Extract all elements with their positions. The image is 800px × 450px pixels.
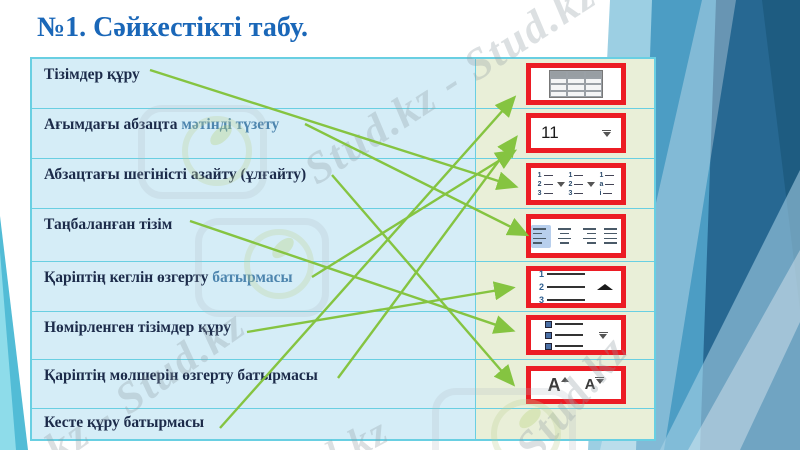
table-grid-icon [526, 63, 626, 105]
numbering-variant-2: 1 2 3 [569, 172, 584, 197]
dark-arrow-shape [597, 284, 613, 290]
table-row: Қаріптің мөлшерін өзгерту батырмасы A A [32, 360, 654, 409]
grow-font-icon: A [548, 376, 569, 394]
row-icon-cell [476, 209, 654, 261]
dropdown-arrow-icon [602, 129, 611, 137]
dropdown-arrow-icon [556, 181, 565, 187]
align-center-icon [555, 225, 575, 248]
dropdown-arrow-icon [587, 181, 596, 187]
table-row: Таңбаланған тізім [32, 209, 654, 262]
row-label-cell: Абзацтағы шегіністі азайту (ұлғайту) [32, 159, 476, 208]
table-row: Тізімдер құру [32, 59, 654, 109]
align-left-icon [531, 224, 551, 248]
font-size-dropdown-icon: 11 [526, 113, 626, 153]
numbering-variant-1: 1 2 3 [538, 172, 553, 197]
row-label: Ағымдағы абзацта [44, 116, 178, 133]
row-label: Қаріптің мөлшерін өзгерту батырмасы [44, 367, 318, 384]
page-title: №1. Сәйкестікті табу. [37, 12, 308, 43]
numbering-variant-3: 1 a i [599, 172, 615, 197]
numbered-list-icon: 1 2 3 [526, 266, 626, 308]
bulleted-list-icon [526, 315, 626, 355]
row-label-cell: Қаріптің мөлшерін өзгерту батырмасы [32, 360, 476, 408]
font-size-value: 11 [541, 123, 559, 142]
row-label: Қаріптің кеглін өзгерту [44, 269, 209, 286]
bulleted-list-glyph [544, 320, 583, 350]
table-row: Ағымдағы абзацта мәтінді түзету 11 [32, 109, 654, 159]
table-row: Кесте құру батырмасы [32, 409, 654, 439]
row-label: Нөмірленген тізімдер құру [44, 319, 232, 336]
table-row: Абзацтағы шегіністі азайту (ұлғайту) 1 2… [32, 159, 654, 209]
row-icon-cell: 1 2 3 1 2 3 1 a i [476, 159, 654, 208]
alignment-buttons-icon [526, 214, 626, 258]
grow-shrink-font-icon: A A [526, 366, 626, 404]
row-label-cell: Нөмірленген тізімдер құру [32, 312, 476, 359]
row-icon-cell [476, 59, 654, 108]
row-label: Тізімдер құру [44, 66, 140, 83]
row-label-cell: Тізімдер құру [32, 59, 476, 108]
numbered-list-glyph: 1 2 3 [539, 269, 585, 305]
shrink-font-icon: A [585, 377, 605, 393]
row-label: Абзацтағы шегіністі азайту (ұлғайту) [44, 166, 307, 183]
row-label-cell: Кесте құру батырмасы [32, 409, 476, 439]
numbering-library-icon: 1 2 3 1 2 3 1 a i [526, 163, 626, 205]
table-row: Қаріптің кеглін өзгерту батырмасы 1 2 3 [32, 262, 654, 312]
table-grid-glyph [549, 70, 603, 98]
row-icon-cell [476, 312, 654, 359]
row-icon-cell: 1 2 3 [476, 262, 654, 311]
row-icon-cell [476, 409, 654, 439]
align-right-icon [578, 225, 598, 248]
table-row: Нөмірленген тізімдер құру [32, 312, 654, 360]
row-icon-cell: A A [476, 360, 654, 408]
row-label-cell: Қаріптің кеглін өзгерту батырмасы [32, 262, 476, 311]
matching-table: Тізімдер құру Ағымдағы абзацта мәтінді т… [30, 57, 656, 441]
row-label: Кесте құру батырмасы [44, 414, 205, 431]
row-icon-cell: 11 [476, 109, 654, 158]
row-label-cell: Таңбаланған тізім [32, 209, 476, 261]
align-justify-icon [602, 225, 622, 248]
row-label-cell: Ағымдағы абзацта мәтінді түзету [32, 109, 476, 158]
row-label: Таңбаланған тізім [44, 216, 173, 233]
dropdown-arrow-icon [598, 331, 608, 339]
